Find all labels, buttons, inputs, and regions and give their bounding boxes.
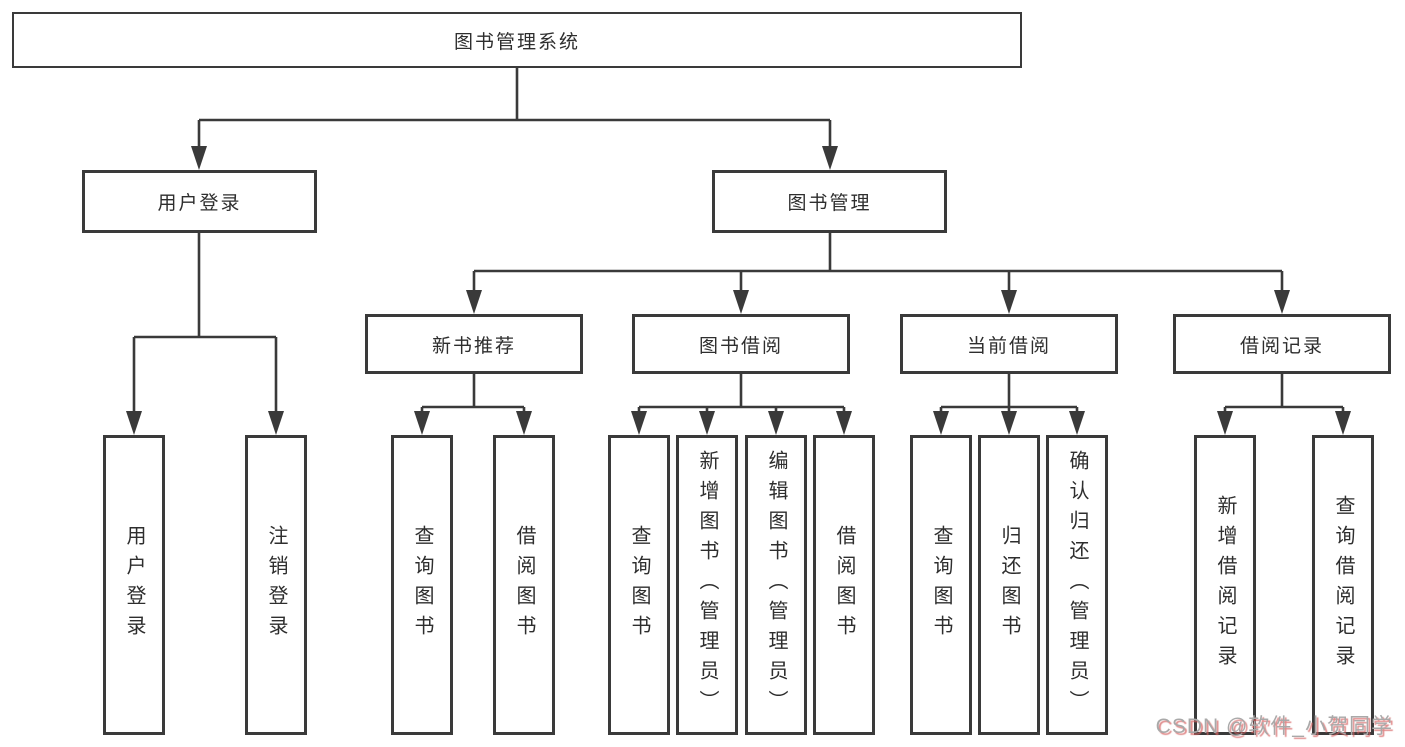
node-book-borrowing: 图书借阅	[632, 314, 850, 374]
node-book-management: 图书管理	[712, 170, 947, 233]
node-leaf-add-books-admin: 新增图书（管理员）	[676, 435, 738, 735]
connector-user-login-branch	[132, 233, 278, 414]
connector-book-mgmt-bar	[472, 233, 1284, 294]
node-borrowing-records: 借阅记录	[1173, 314, 1391, 374]
arrowheads-group	[126, 146, 1351, 435]
connector-current-branch	[939, 374, 1079, 414]
node-new-book-recommend: 新书推荐	[365, 314, 583, 374]
arrowhead-down-icon	[1069, 411, 1085, 435]
arrowhead-down-icon	[733, 290, 749, 314]
arrowhead-down-icon	[466, 290, 482, 314]
connector-borrowing-branch	[637, 374, 846, 414]
arrowhead-down-icon	[768, 411, 784, 435]
arrowhead-down-icon	[1217, 411, 1233, 435]
node-leaf-query-books-recommend: 查询图书	[391, 435, 453, 735]
node-user-login: 用户登录	[82, 170, 317, 233]
arrowhead-down-icon	[822, 146, 838, 170]
node-leaf-borrow-books-recommend: 借阅图书	[493, 435, 555, 735]
node-leaf-query-books-borrowing: 查询图书	[608, 435, 670, 735]
node-root-library-management-system: 图书管理系统	[12, 12, 1022, 68]
node-leaf-return-books: 归还图书	[978, 435, 1040, 735]
arrowhead-down-icon	[1001, 411, 1017, 435]
arrowhead-down-icon	[1001, 290, 1017, 314]
node-leaf-user-login: 用户登录	[103, 435, 165, 735]
arrowhead-down-icon	[126, 411, 142, 435]
csdn-watermark: CSDN @软件_小贺同学	[1155, 715, 1393, 738]
arrowhead-down-icon	[631, 411, 647, 435]
node-leaf-query-books-current: 查询图书	[910, 435, 972, 735]
node-current-borrowing: 当前借阅	[900, 314, 1118, 374]
node-leaf-edit-books-admin: 编辑图书（管理员）	[745, 435, 807, 735]
arrowhead-down-icon	[933, 411, 949, 435]
arrowhead-down-icon	[268, 411, 284, 435]
node-leaf-new-borrow-record: 新增借阅记录	[1194, 435, 1256, 735]
connector-level2-bar	[197, 118, 832, 150]
node-leaf-query-borrow-record: 查询借阅记录	[1312, 435, 1374, 735]
connector-recommend-branch	[420, 374, 526, 414]
node-leaf-logout: 注销登录	[245, 435, 307, 735]
arrowhead-down-icon	[699, 411, 715, 435]
arrowhead-down-icon	[414, 411, 430, 435]
connector-records-branch	[1223, 374, 1345, 414]
arrowhead-down-icon	[1274, 290, 1290, 314]
node-leaf-confirm-return-admin: 确认归还（管理员）	[1046, 435, 1108, 735]
arrowhead-down-icon	[836, 411, 852, 435]
arrowhead-down-icon	[191, 146, 207, 170]
node-leaf-borrow-books-borrowing: 借阅图书	[813, 435, 875, 735]
arrowhead-down-icon	[516, 411, 532, 435]
arrowhead-down-icon	[1335, 411, 1351, 435]
